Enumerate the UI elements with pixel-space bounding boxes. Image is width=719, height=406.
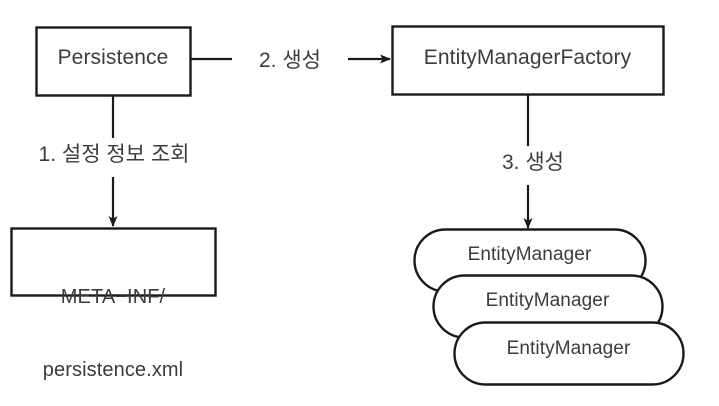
node-entity-manager-shape-2[interactable] bbox=[453, 321, 685, 386]
node-meta-inf-shape[interactable] bbox=[10, 227, 217, 297]
node-persistence-shape[interactable] bbox=[35, 26, 192, 97]
node-entity-manager-factory-shape[interactable] bbox=[391, 25, 665, 96]
